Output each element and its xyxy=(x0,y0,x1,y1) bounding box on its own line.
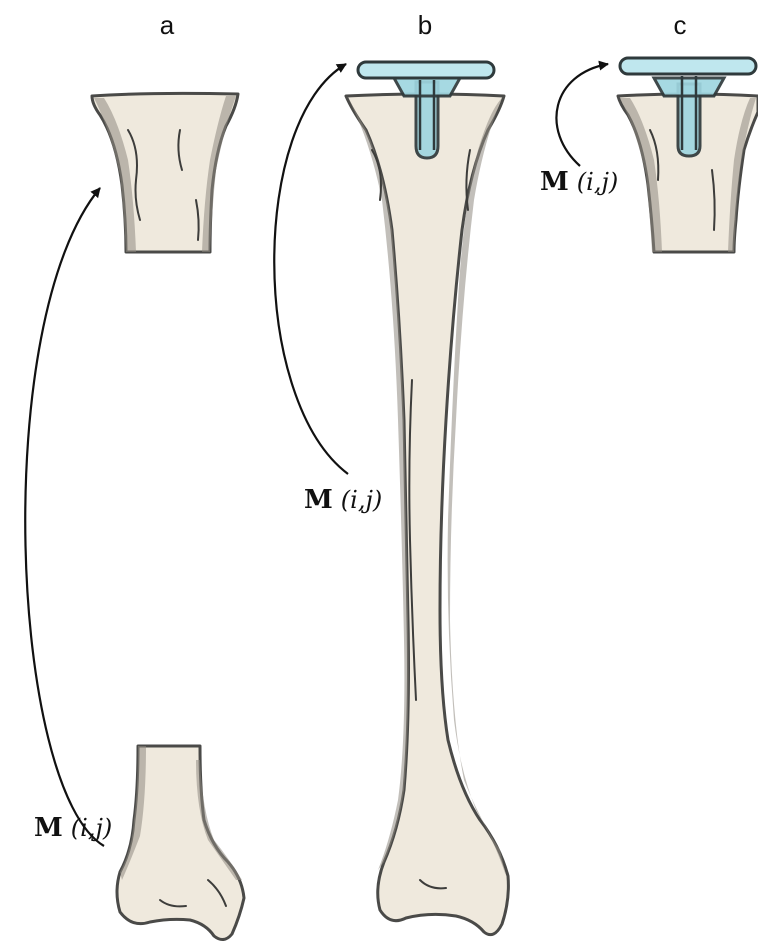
matrix-args-b: (i,j) xyxy=(341,486,382,514)
panel-c: M (i,j) xyxy=(540,58,758,252)
matrix-args-c: (i,j) xyxy=(577,168,618,196)
panel-label-c: c xyxy=(674,10,687,40)
transform-arrow-b xyxy=(274,64,348,474)
transform-label-b: M (i,j) xyxy=(304,485,382,515)
matrix-symbol-a: M xyxy=(34,813,63,843)
panel-a: M (i,j) xyxy=(25,93,244,939)
matrix-args-a: (i,j) xyxy=(71,814,112,842)
panel-b: M (i,j) xyxy=(274,62,508,935)
panel-label-a: a xyxy=(160,10,175,40)
transform-label-a: M (i,j) xyxy=(34,813,112,843)
matrix-symbol-b: M xyxy=(304,485,333,515)
panel-label-b: b xyxy=(418,10,432,40)
distal-bone-fragment-a xyxy=(117,746,244,940)
full-tibia-b xyxy=(346,94,508,935)
transform-arrow-c xyxy=(556,64,608,166)
transform-arrow-a xyxy=(25,188,104,846)
matrix-symbol-c: M xyxy=(540,167,569,197)
transform-label-c: M (i,j) xyxy=(540,167,618,197)
proximal-bone-fragment-a xyxy=(92,93,238,252)
